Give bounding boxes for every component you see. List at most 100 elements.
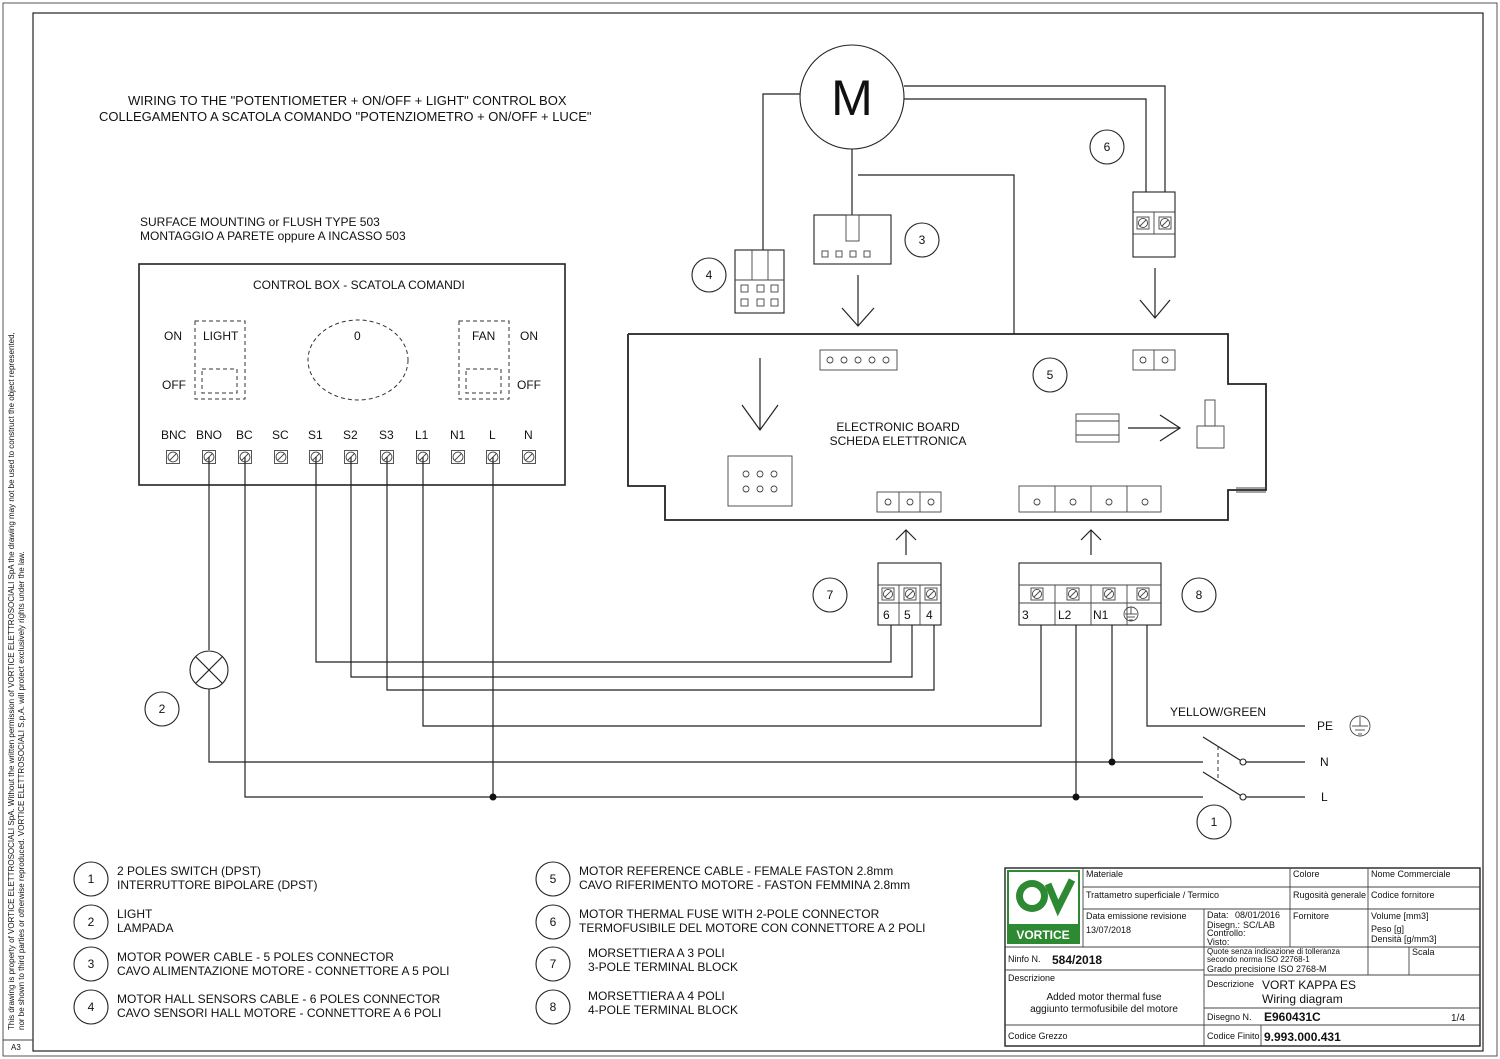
svg-text:5: 5	[1047, 368, 1054, 382]
tb-codice-grezzo: Codice Grezzo	[1008, 1031, 1068, 1041]
svg-text:4-POLE TERMINAL BLOCK: 4-POLE TERMINAL BLOCK	[588, 1003, 738, 1017]
svg-text:4: 4	[706, 268, 713, 282]
tb3-label-5: 5	[904, 608, 911, 622]
svg-text:2: 2	[88, 915, 95, 929]
svg-text:8: 8	[1196, 588, 1203, 602]
svg-text:3: 3	[88, 957, 95, 971]
thermal-connector-screw	[1158, 216, 1172, 230]
callout-8: 8	[1181, 577, 1217, 613]
tb-trattamento: Trattametro superficiale / Termico	[1086, 890, 1219, 900]
svg-text:MOTOR THERMAL FUSE WITH 2-POLE: MOTOR THERMAL FUSE WITH 2-POLE CONNECTOR	[579, 907, 880, 921]
tb3-label-4: 4	[926, 608, 933, 622]
light-switch-label: LIGHT	[203, 329, 239, 343]
terminal-screw-n	[522, 450, 536, 464]
title-block: VORTICE Materiale Colore Nome Commercial…	[1004, 867, 1481, 1047]
callout-5: 5	[1032, 357, 1068, 393]
motor: M	[799, 44, 905, 150]
tb-disegno-val: E960431C	[1264, 1010, 1321, 1024]
svg-text:6: 6	[1104, 140, 1111, 154]
terminal-screw-sc	[274, 450, 288, 464]
tb-fornitore: Fornitore	[1293, 911, 1329, 921]
lamp-symbol	[189, 650, 229, 690]
terminal-label-bno: BNO	[196, 428, 222, 442]
tb-descrizione-2: aggiunto termofusibile del motore	[1030, 1004, 1178, 1015]
mounting-it: MONTAGGIO A PARETE oppure A INCASSO 503	[140, 229, 406, 243]
connector-thermal-2-pole	[1132, 191, 1176, 258]
drawing-frame	[32, 12, 1484, 1052]
tb-visto: Visto:	[1207, 937, 1229, 947]
connector-hall-6-pole	[734, 249, 785, 314]
fan-switch-label: FAN	[472, 329, 495, 343]
tb-codice-fornitore: Codice fornitore	[1371, 890, 1435, 900]
potentiometer-knob	[307, 319, 409, 401]
svg-text:4: 4	[88, 1000, 95, 1014]
title-it: COLLEGAMENTO A SCATOLA COMANDO "POTENZIO…	[99, 109, 592, 124]
tb-descrizione-1: Added motor thermal fuse	[1046, 992, 1161, 1003]
tb-nifo-label: Ninfo N.	[1008, 954, 1041, 964]
side-note-2: nor be shown to third parties or otherwi…	[17, 551, 26, 1030]
svg-text:1: 1	[1211, 815, 1218, 829]
tb-tolleranza2: secondo norma ISO 22768-1	[1207, 955, 1310, 964]
tb-colore: Colore	[1293, 869, 1320, 879]
connector-power-5-pole	[813, 214, 892, 265]
callout-1: 1	[1196, 804, 1232, 840]
tb-data-val: 08/01/2016	[1235, 910, 1280, 920]
earth-icon	[1123, 606, 1139, 622]
svg-text:7: 7	[827, 588, 834, 602]
mains-n-label: N	[1320, 755, 1329, 769]
tb-sheet: 1/4	[1451, 1013, 1465, 1024]
svg-text:5: 5	[550, 872, 557, 886]
tb-descr2-1: VORT KAPPA ES	[1262, 978, 1356, 992]
tb-disegn: Disegn.:	[1207, 920, 1240, 930]
terminal-label-n1: N1	[450, 428, 466, 442]
tb4-screw	[1102, 587, 1116, 601]
logo-text: VORTICE	[1016, 928, 1069, 942]
tb-data-emissione: Data emissione revisione	[1086, 911, 1187, 921]
header-5-pin	[826, 356, 834, 364]
tb-disegno-label: Disegno N.	[1207, 1012, 1252, 1022]
svg-text:7: 7	[550, 957, 557, 971]
svg-text:CAVO SENSORI HALL MOTORE - CON: CAVO SENSORI HALL MOTORE - CONNETTORE A …	[117, 1006, 441, 1020]
legend-item-4: 4 MOTOR HALL SENSORS CABLE - 6 POLES CON…	[73, 989, 441, 1025]
header-5-pin	[868, 356, 876, 364]
terminal-label-s2: S2	[343, 428, 358, 442]
terminal-label-l: L	[489, 428, 496, 442]
terminal-label-l1: L1	[415, 428, 429, 442]
svg-text:2 POLES SWITCH (DPST): 2 POLES SWITCH (DPST)	[117, 864, 261, 878]
terminal-label-bc: BC	[236, 428, 253, 442]
header-5-pin	[854, 356, 862, 364]
board-label-it: SCHEDA ELETTRONICA	[830, 434, 967, 448]
light-switch	[194, 320, 246, 400]
vortice-logo: VORTICE	[1007, 870, 1080, 944]
svg-text:8: 8	[550, 1000, 557, 1014]
svg-text:INTERRUTTORE BIPOLARE (DPST): INTERRUTTORE BIPOLARE (DPST)	[117, 878, 317, 892]
tb-codice-finito-val: 9.993.000.431	[1264, 1030, 1341, 1044]
tb-rugosita: Rugosità generale	[1293, 890, 1366, 900]
legend-item-3: 3 MOTOR POWER CABLE - 5 POLES CONNECTORC…	[73, 946, 450, 982]
tb3-label-6: 6	[883, 608, 890, 622]
dpst-switch	[1202, 736, 1305, 801]
svg-text:MOTOR HALL SENSORS CABLE - 6 P: MOTOR HALL SENSORS CABLE - 6 POLES CONNE…	[117, 992, 441, 1006]
tb-nome-commerciale: Nome Commerciale	[1371, 869, 1451, 879]
svg-text:1: 1	[88, 872, 95, 886]
svg-text:2: 2	[159, 702, 166, 716]
svg-text:CAVO ALIMENTAZIONE MOTORE - CO: CAVO ALIMENTAZIONE MOTORE - CONNETTORE A…	[117, 964, 450, 978]
legend-item-6: 6 MOTOR THERMAL FUSE WITH 2-POLE CONNECT…	[535, 904, 926, 940]
earth-icon	[1349, 715, 1371, 737]
callout-6: 6	[1089, 129, 1125, 165]
header-6-pin	[742, 470, 750, 478]
tb-precisione: Grado precisione ISO 2768-M	[1207, 964, 1327, 974]
legend-item-1: 1 2 POLES SWITCH (DPST)INTERRUTTORE BIPO…	[73, 861, 317, 897]
terminal-block-3-pole: 6 5 4	[877, 562, 942, 626]
potentiometer-zero: 0	[354, 329, 361, 343]
motor-label: M	[831, 70, 873, 126]
callout-7: 7	[812, 577, 848, 613]
svg-text:3-POLE TERMINAL BLOCK: 3-POLE TERMINAL BLOCK	[588, 960, 738, 974]
svg-text:MORSETTIERA A 3 POLI: MORSETTIERA A 3 POLI	[588, 946, 725, 960]
svg-text:LAMPADA: LAMPADA	[117, 921, 173, 935]
light-on-label: ON	[164, 329, 182, 343]
